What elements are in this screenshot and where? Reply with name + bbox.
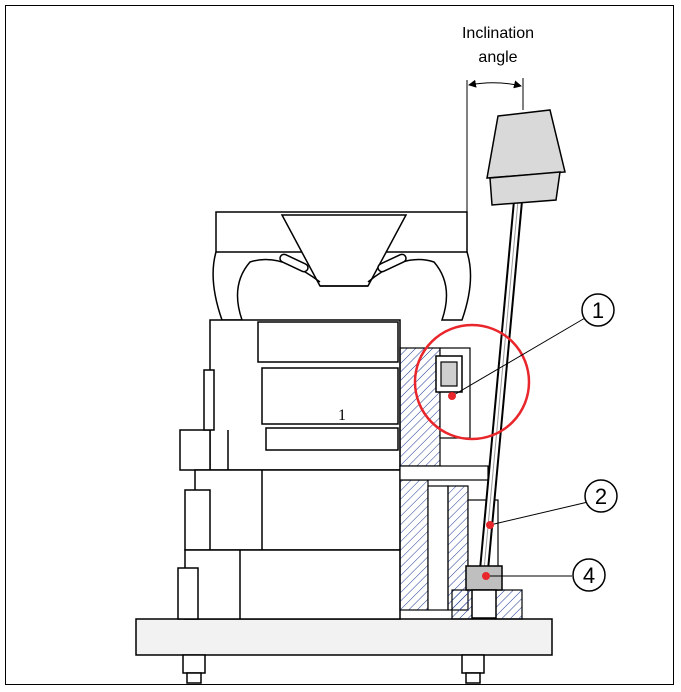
machine-body [177, 211, 472, 620]
callout-2-number: 2 [595, 484, 607, 509]
inclined-handle [479, 109, 566, 571]
callout-4-number: 4 [583, 563, 595, 588]
callout-2: 2 [486, 479, 618, 529]
red-dot-icon [448, 392, 456, 400]
callout-1: 1 [448, 293, 615, 400]
inner-part-label: 1 [338, 407, 346, 424]
red-dot-icon [482, 572, 490, 580]
inclination-angle-dimension [466, 78, 524, 215]
detail-circle [413, 323, 531, 441]
sectioned-core [399, 347, 523, 620]
title-line-2: angle [478, 49, 517, 66]
red-dot-icon [486, 521, 494, 529]
callout-4: 4 [482, 558, 606, 592]
title-line-1: Inclination [462, 25, 534, 42]
callout-1-number: 1 [592, 298, 604, 323]
base-plate [135, 618, 553, 684]
